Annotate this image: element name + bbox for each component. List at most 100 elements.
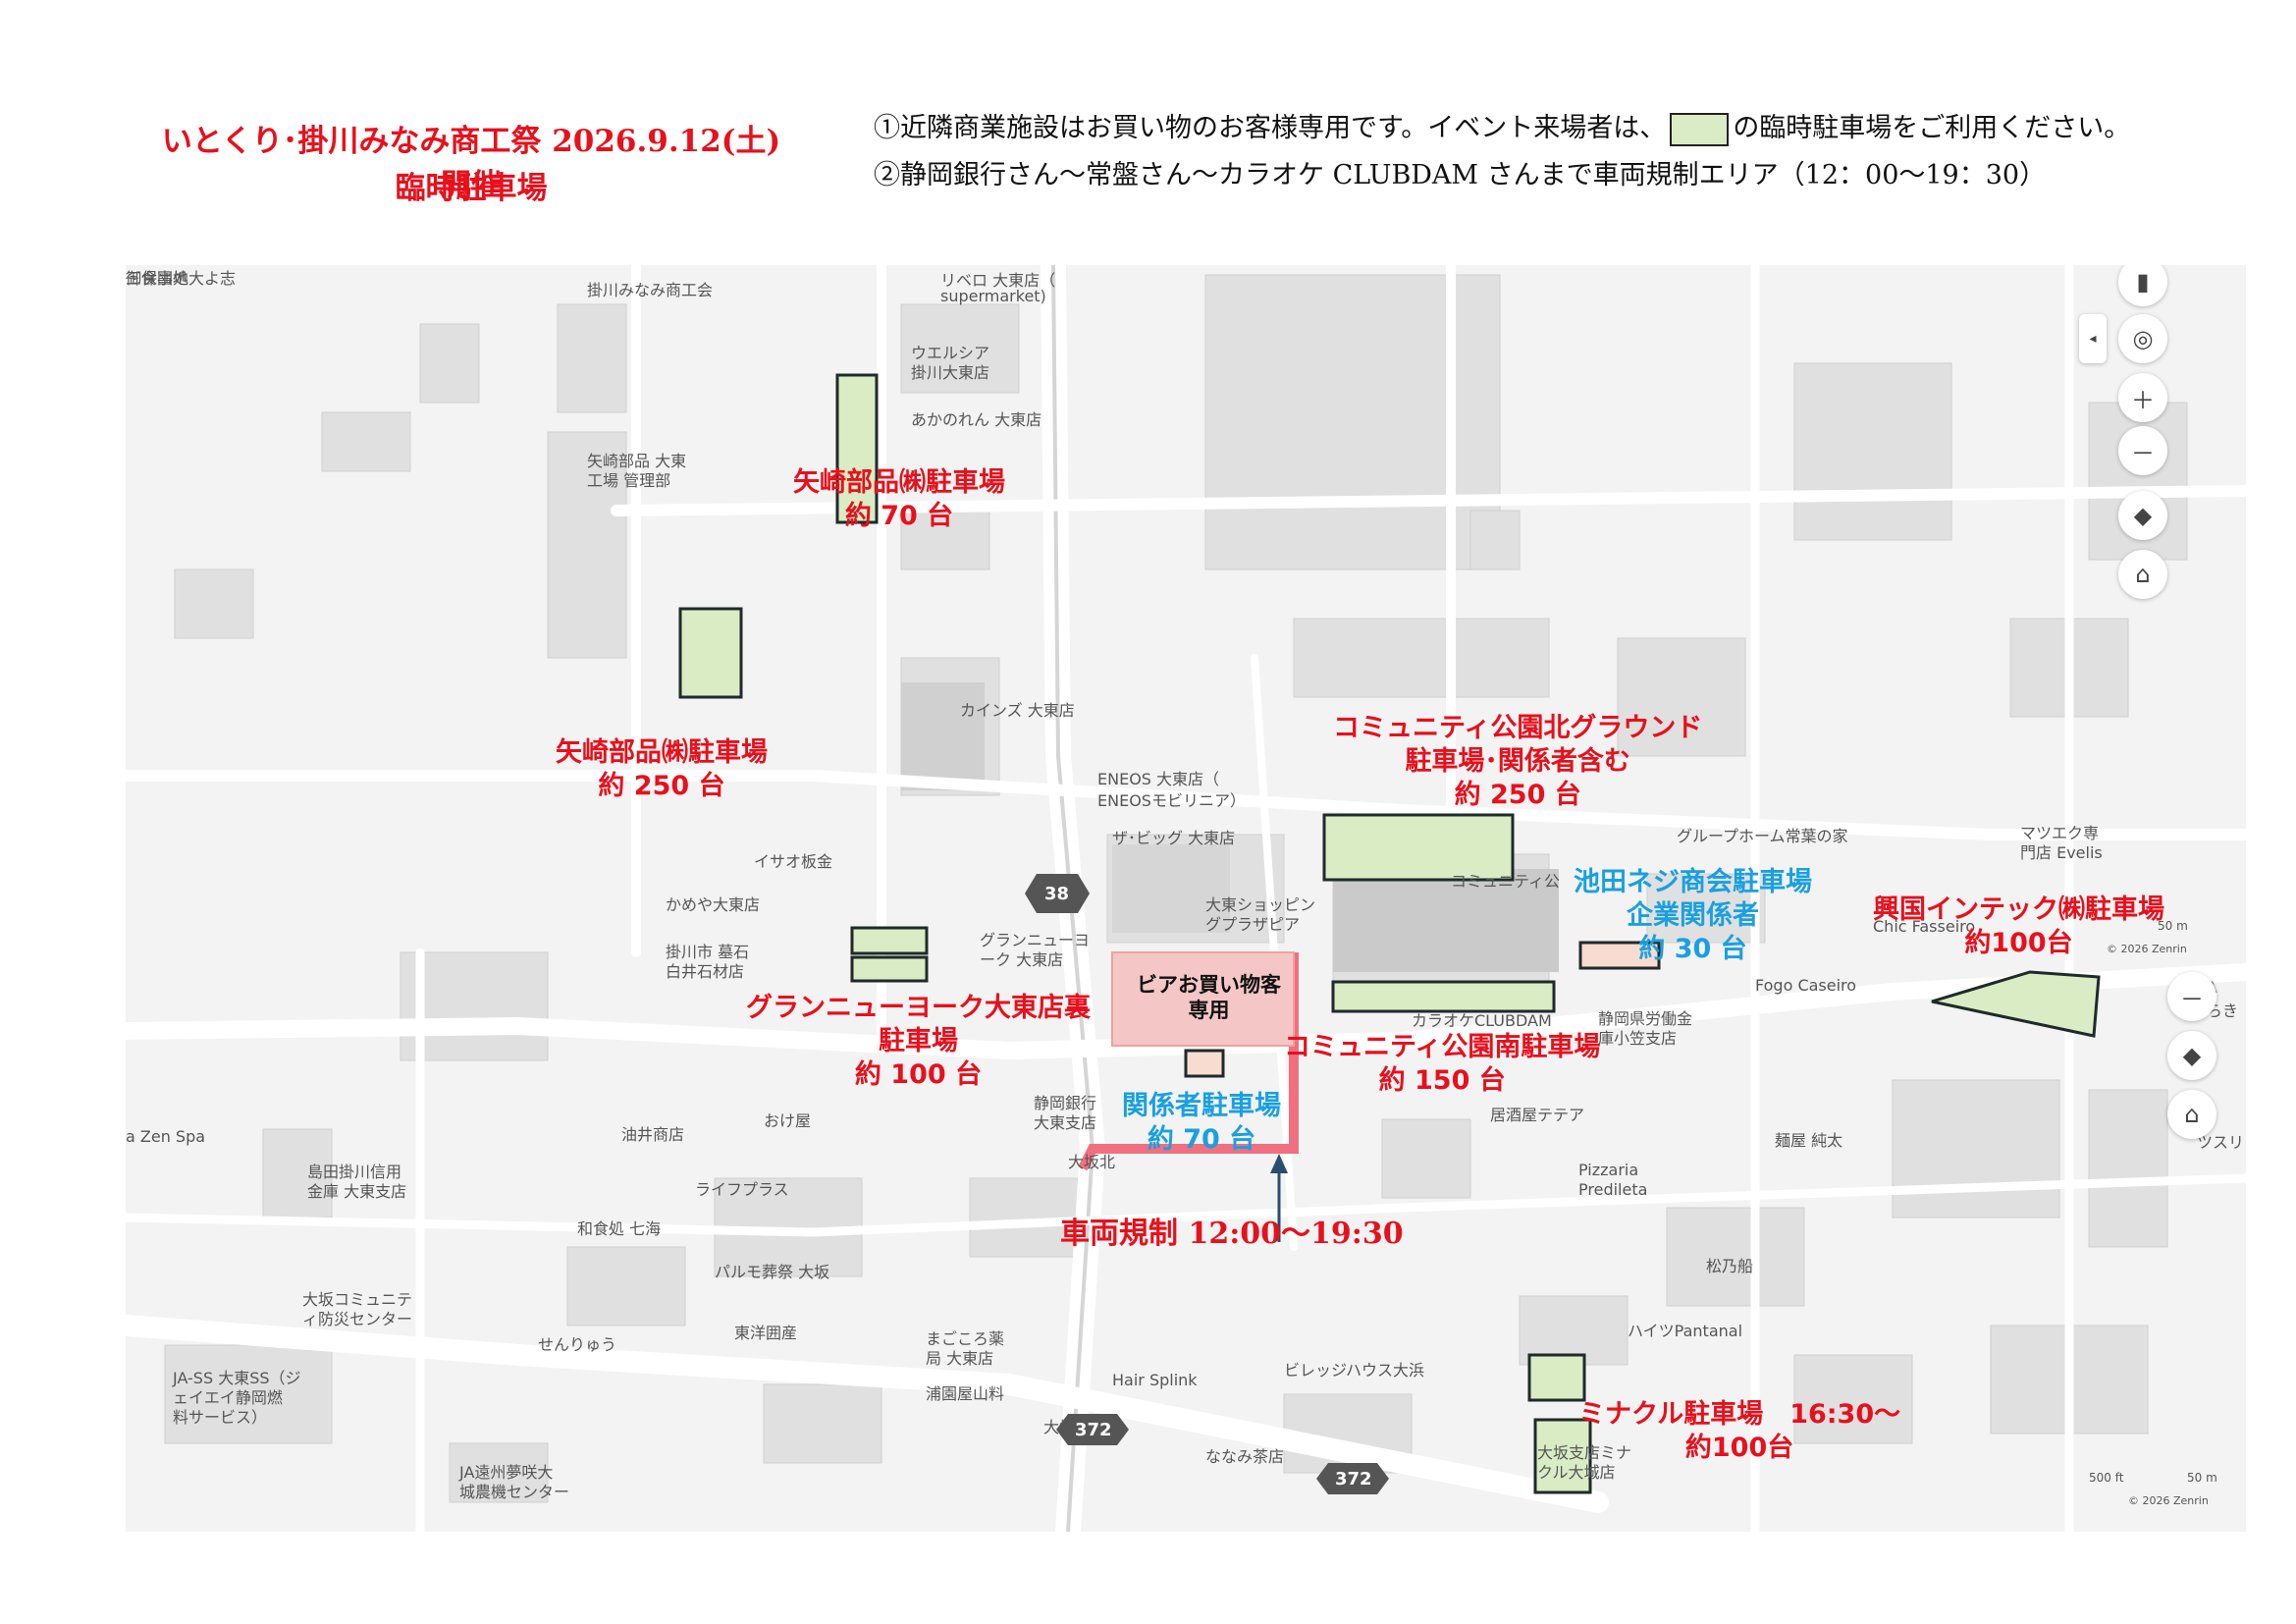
poi-label: ENEOS 大東店（: [1097, 770, 1220, 788]
poi-label: 浦園屋山料: [926, 1384, 1005, 1403]
zoom-out-button[interactable]: －: [2118, 426, 2167, 475]
poi-label: 松乃船: [1706, 1257, 1754, 1275]
parking-legend-swatch: [1670, 112, 1730, 146]
copyright-2: © 2026 Zenrin: [2128, 1494, 2209, 1507]
poi-label: 工場 管理部: [587, 471, 671, 490]
poi-label: 居酒屋テテア: [1490, 1106, 1585, 1124]
notice-1-text-a: ①近隣商業施設はお買い物のお客様専用です。イベント来場者は、: [874, 113, 1667, 143]
poi-label: 矢崎部品 大東: [587, 452, 687, 470]
parking-name: グランニューヨーク大東店裏: [746, 993, 1091, 1023]
poi-label: イサオ板金: [754, 852, 833, 871]
zoom-out-button-2[interactable]: －: [2167, 972, 2216, 1021]
poi-label: Pizzaria: [1578, 1161, 1639, 1179]
poi-label: 東洋囲産: [734, 1324, 798, 1342]
notice-1: ①近隣商業施設はお買い物のお客様専用です。イベント来場者は、の臨時駐車場をご利用…: [874, 106, 2130, 146]
poi-label: 大坂コミュニテ: [302, 1290, 413, 1309]
poi-label: 白井石材店: [666, 962, 745, 981]
parking-name-2: 駐車場･関係者含む: [1405, 745, 1630, 777]
poi-label: 掛川みなみ商工会: [587, 281, 714, 299]
locate-icon[interactable]: ◎: [2118, 314, 2167, 363]
poi-label: 掛川市 墓石: [666, 943, 750, 961]
poi-label: ザ･ビッグ 大東店: [1112, 829, 1236, 847]
poi-label: 油井商店: [621, 1125, 685, 1144]
parking-name-2: 駐車場: [879, 1025, 958, 1056]
scale-label: 50 m: [2158, 919, 2188, 933]
map-canvas[interactable]: 38 372 372 掛川みなみ商工会 リベロ 大東店（ supermarket…: [126, 265, 2246, 1532]
parking-label-yazaki-70: 矢崎部品㈱駐車場 約 70 台: [793, 466, 1005, 533]
poi-label: 大東ショッピン: [1205, 895, 1316, 914]
poi-label: 門店 Evelis: [2020, 843, 2103, 862]
poi-label: カラオケCLUBDAM: [1412, 1011, 1552, 1030]
shopper-line-2: 専用: [1188, 999, 1230, 1023]
parking-capacity: 約 250 台: [598, 770, 725, 801]
poi-label: 金庫 大東支店: [307, 1182, 407, 1201]
poi-label: ーク 大東店: [980, 950, 1064, 969]
collapse-icon[interactable]: ◂: [2079, 314, 2107, 363]
parking-capacity: 約 100 台: [854, 1058, 983, 1090]
tilt-icon-2[interactable]: ⌂: [2167, 1090, 2216, 1139]
parking-capacity: 約 250 台: [1454, 779, 1581, 810]
parking-capacity: 約 70 台: [844, 500, 954, 531]
poi-label: 御食事処大よ志: [126, 269, 237, 288]
poi-label: Fogo Caseiro: [1755, 976, 1857, 995]
parking-label-community-north: コミュニティ公園北グラウンド 駐車場･関係者含む 約 250 台: [1333, 712, 1702, 811]
route-38-label: 38: [1044, 884, 1070, 904]
poi-label: Predileta: [1578, 1180, 1648, 1199]
poi-label: カインズ 大東店: [960, 701, 1075, 720]
poi-label: おけ屋: [764, 1111, 812, 1130]
poi-label: 城農機センター: [459, 1483, 570, 1501]
parking-capacity: 約100台: [1964, 927, 2073, 958]
poi-label: クル大城店: [1537, 1463, 1616, 1482]
poi-label: 大東支店: [1034, 1113, 1097, 1132]
scale-label-ft: 500 ft: [2089, 1471, 2124, 1485]
copyright: © 2026 Zenrin: [2107, 943, 2187, 955]
parking-label-ikeda: 池田ネジ商会駐車場 企業関係者 約 30 台: [1574, 866, 1812, 965]
traffic-icon[interactable]: ▮: [2118, 265, 2167, 306]
route-372-label-a: 372: [1075, 1420, 1112, 1440]
event-title: いとくり･掛川みなみ商工祭 2026.9.12(土)開催: [161, 124, 781, 203]
parking-label-community-south: コミュニティ公園南駐車場 約 150 台: [1284, 1031, 1600, 1098]
poi-label: ウエルシア: [911, 344, 990, 362]
compass-icon[interactable]: ◆: [2118, 491, 2167, 540]
poi-label: Chic Fasseiro: [1873, 917, 1976, 936]
poi-label: 大坂: [1043, 1418, 1076, 1436]
poi-label: かめや大東店: [666, 895, 761, 914]
poi-label: 料サービス）: [173, 1408, 268, 1427]
parking-capacity: 約 30 台: [1638, 933, 1747, 964]
notice-2: ②静岡銀行さん～常盤さん～カラオケ CLUBDAM さんまで車両規制エリア（12…: [874, 160, 2047, 190]
parking-name: 矢崎部品㈱駐車場: [556, 737, 768, 768]
poi-label: ィ防災センター: [302, 1310, 413, 1328]
poi-label: 麺屋 純太: [1775, 1131, 1843, 1150]
poi-label: あかのれん 大東店: [911, 410, 1042, 429]
poi-label: supermarket): [940, 287, 1046, 305]
poi-label: 局 大東店: [926, 1349, 994, 1368]
poi-label: ハイツPantanal: [1628, 1322, 1743, 1340]
parking-capacity: 約100台: [1684, 1432, 1794, 1463]
parking-name: コミュニティ公園北グラウンド: [1333, 713, 1703, 743]
poi-label: 島田掛川信用: [307, 1163, 402, 1181]
poi-label: せんりゅう: [538, 1335, 617, 1354]
poi-label: パルモ葬祭 大坂: [715, 1263, 830, 1281]
vehicle-restriction-label: 車両規制 12:00～19:30: [1060, 1217, 1404, 1251]
tilt-icon[interactable]: ⌂: [2118, 550, 2167, 599]
poi-label: 静岡銀行: [1034, 1094, 1097, 1112]
page-subtitle: 臨時駐車場: [395, 171, 548, 206]
shopper-only-label: ビアお買い物客 専用: [1137, 972, 1281, 1024]
parking-label-kokoku: 興国インテック㈱駐車場 約100台: [1873, 893, 2164, 960]
poi-label: 庫小笠支店: [1598, 1029, 1678, 1048]
poi-label: グランニューヨ: [980, 931, 1091, 949]
poi-label: JA遠州夢咲大: [459, 1463, 554, 1482]
poi-label: ツスリ: [2197, 1133, 2245, 1152]
poi-label: マツエク専: [2020, 824, 2100, 842]
poi-label: ライフプラス: [695, 1180, 789, 1199]
parking-name: 池田ネジ商会駐車場: [1574, 867, 1812, 897]
parking-name: 興国インテック㈱駐車場: [1873, 894, 2164, 925]
poi-label: 大坂支店ミナ: [1537, 1443, 1632, 1462]
compass-icon-2[interactable]: ◆: [2167, 1031, 2216, 1080]
parking-label-grand-ny: グランニューヨーク大東店裏 駐車場 約 100 台: [746, 992, 1091, 1091]
zoom-in-button[interactable]: ＋: [2118, 373, 2167, 422]
poi-label: JA-SS 大東SS（ジ: [173, 1369, 301, 1387]
route-372-label-b: 372: [1335, 1469, 1372, 1489]
poi-label: ェイエイ静岡燃: [173, 1388, 283, 1407]
shopper-line-1: ビアお買い物客: [1137, 973, 1281, 997]
